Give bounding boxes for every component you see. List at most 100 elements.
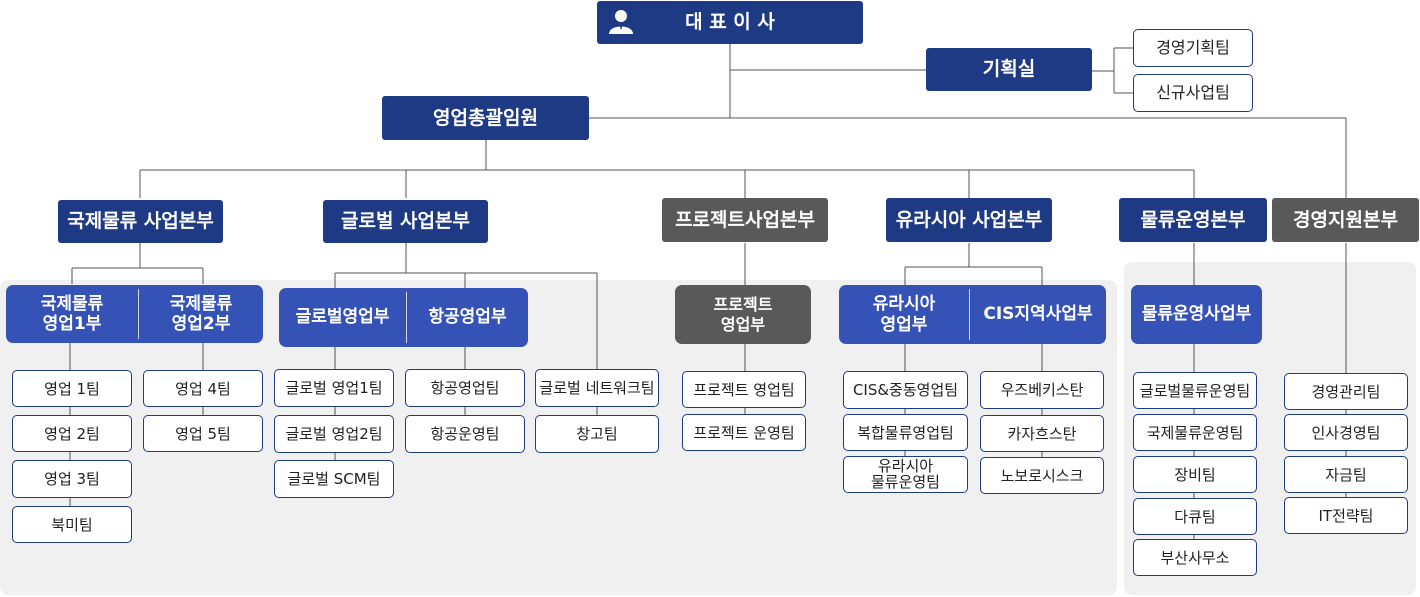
planning-team-label: 신규사업팀 xyxy=(1156,83,1230,103)
team-label: 북미팀 xyxy=(51,515,93,534)
team-label: 경영관리팀 xyxy=(1311,382,1381,401)
division-box: 프로젝트사업본부 xyxy=(662,198,828,242)
person-icon xyxy=(609,10,633,34)
team-box: 국제물류운영팀 xyxy=(1133,414,1257,451)
division-label: 경영지원본부 xyxy=(1293,208,1398,231)
department-half: 유라시아 영업부 xyxy=(839,285,969,344)
team-box: 부산사무소 xyxy=(1133,539,1257,576)
planning-team-label: 경영기획팀 xyxy=(1156,38,1230,58)
team-label: 항공영업팀 xyxy=(430,379,500,397)
team-label: 글로벌 네트워크팀 xyxy=(539,379,655,397)
team-box: 인사경영팀 xyxy=(1284,414,1408,451)
department-label: 국제물류 영업2부 xyxy=(169,293,233,334)
team-box: CIS&중동영업팀 xyxy=(843,371,968,409)
team-box: 글로벌물류운영팀 xyxy=(1133,372,1257,409)
department-box: 글로벌영업부 항공영업부 xyxy=(279,288,528,347)
team-box: 다큐팀 xyxy=(1133,498,1257,535)
team-label: 글로벌 영업2팀 xyxy=(285,425,383,443)
planning-team-box: 경영기획팀 xyxy=(1133,29,1253,67)
team-box: 프로젝트 영업팀 xyxy=(682,371,806,408)
team-label: 영업 4팀 xyxy=(175,379,231,398)
department-label: 글로벌영업부 xyxy=(295,307,390,328)
team-box: 유라시아 물류운영팀 xyxy=(843,456,968,493)
department-divider xyxy=(138,289,139,339)
team-box: 글로벌 영업1팀 xyxy=(274,369,394,407)
team-label: 국제물류운영팀 xyxy=(1146,423,1244,442)
team-box: 경영관리팀 xyxy=(1284,373,1408,410)
department-label: 물류운영사업부 xyxy=(1141,304,1252,325)
department-divider xyxy=(969,289,970,340)
team-box: 항공영업팀 xyxy=(405,369,525,407)
ceo-label: 대 표 이 사 xyxy=(685,11,775,34)
team-box: 장비팀 xyxy=(1133,456,1257,493)
team-box: 복합물류영업팀 xyxy=(843,414,968,451)
department-divider xyxy=(406,292,407,343)
team-box: 창고팀 xyxy=(535,415,659,453)
division-label: 글로벌 사업본부 xyxy=(341,210,470,233)
team-label: IT전략팀 xyxy=(1318,506,1374,525)
team-label: 카자흐스탄 xyxy=(1007,424,1077,443)
team-box: 글로벌 네트워크팀 xyxy=(535,369,659,407)
team-box: 자금팀 xyxy=(1284,456,1408,493)
division-box: 국제물류 사업본부 xyxy=(58,200,223,243)
planning-team-box: 신규사업팀 xyxy=(1133,74,1253,112)
department-label: 유라시아 영업부 xyxy=(872,294,936,335)
team-label: 부산사무소 xyxy=(1160,548,1230,567)
team-box: 우즈베키스탄 xyxy=(980,371,1104,409)
team-box: 영업 3팀 xyxy=(12,460,132,498)
sales-exec-box: 영업총괄임원 xyxy=(382,96,589,140)
team-box: 항공운영팀 xyxy=(405,415,525,453)
team-label: 영업 3팀 xyxy=(44,470,100,488)
team-label: 항공운영팀 xyxy=(430,425,500,443)
team-label: 프로젝트 영업팀 xyxy=(693,380,795,399)
team-label: 영업 1팀 xyxy=(44,379,100,398)
department-half: CIS지역사업부 xyxy=(970,285,1106,344)
team-label: 프로젝트 운영팀 xyxy=(693,423,795,442)
planning-office-box: 기획실 xyxy=(926,48,1092,91)
ceo-box: 대 표 이 사 xyxy=(597,1,863,44)
department-label: CIS지역사업부 xyxy=(983,304,1093,325)
team-box: 영업 5팀 xyxy=(143,415,263,452)
department-label: 국제물류 영업1부 xyxy=(40,293,104,334)
division-box: 경영지원본부 xyxy=(1272,198,1419,242)
division-label: 유라시아 사업본부 xyxy=(895,208,1043,231)
department-half: 국제물류 영업2부 xyxy=(139,285,263,343)
team-label: 우즈베키스탄 xyxy=(1000,381,1084,399)
team-box: 영업 1팀 xyxy=(12,370,132,407)
team-box: 프로젝트 운영팀 xyxy=(682,414,806,451)
team-box: 북미팀 xyxy=(12,506,132,543)
team-box: 글로벌 영업2팀 xyxy=(274,415,394,453)
team-box: IT전략팀 xyxy=(1284,497,1408,534)
division-label: 프로젝트사업본부 xyxy=(675,208,815,231)
sales-exec-label: 영업총괄임원 xyxy=(433,106,538,129)
team-box: 글로벌 SCM팀 xyxy=(274,460,394,498)
department-label: 항공영업부 xyxy=(428,307,507,328)
division-box: 글로벌 사업본부 xyxy=(323,200,488,243)
team-box: 영업 2팀 xyxy=(12,415,132,452)
team-label: CIS&중동영업팀 xyxy=(852,381,959,399)
department-box: 프로젝트 영업부 xyxy=(675,285,811,344)
team-label: 유라시아 물류운영팀 xyxy=(870,456,940,491)
team-label: 장비팀 xyxy=(1174,465,1216,484)
team-label: 인사경영팀 xyxy=(1311,423,1381,442)
team-label: 글로벌물류운영팀 xyxy=(1139,381,1251,400)
team-label: 영업 5팀 xyxy=(175,424,231,443)
department-label: 프로젝트 영업부 xyxy=(713,295,773,334)
team-label: 복합물류영업팀 xyxy=(857,423,954,442)
division-box: 유라시아 사업본부 xyxy=(886,198,1052,242)
team-label: 영업 2팀 xyxy=(44,424,100,443)
division-label: 국제물류 사업본부 xyxy=(67,210,214,233)
department-half: 항공영업부 xyxy=(407,288,528,347)
team-label: 다큐팀 xyxy=(1174,507,1216,526)
team-box: 카자흐스탄 xyxy=(980,415,1104,452)
team-label: 글로벌 영업1팀 xyxy=(285,379,383,397)
team-label: 글로벌 SCM팀 xyxy=(287,470,381,488)
division-box: 물류운영본부 xyxy=(1119,198,1267,242)
team-label: 자금팀 xyxy=(1325,465,1367,484)
division-label: 물류운영본부 xyxy=(1140,208,1246,231)
department-box: 물류운영사업부 xyxy=(1131,285,1262,344)
team-label: 창고팀 xyxy=(576,425,618,443)
department-half: 글로벌영업부 xyxy=(279,288,406,347)
team-box: 노보로시스크 xyxy=(980,457,1104,494)
team-label: 노보로시스크 xyxy=(1000,466,1084,485)
